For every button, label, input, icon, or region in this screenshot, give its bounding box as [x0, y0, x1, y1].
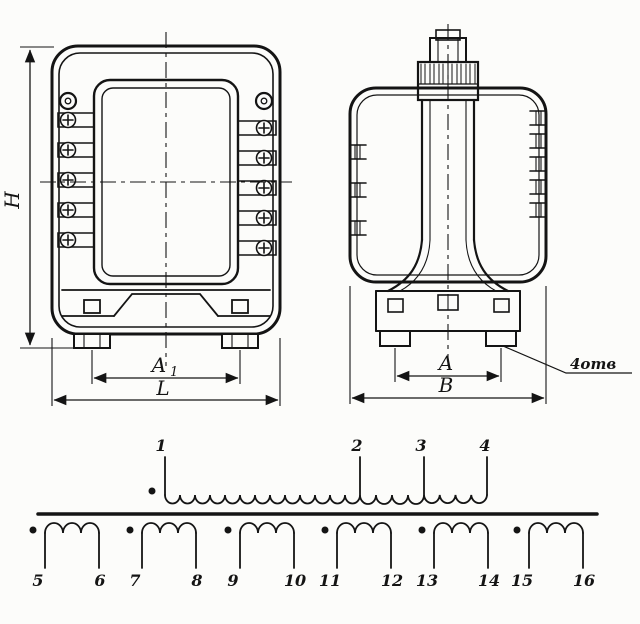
strap-ear-hole-left — [58, 91, 78, 111]
terminal-label-1: 1 — [155, 436, 166, 455]
polarity-dot — [224, 526, 232, 534]
winding-schematic: 1 2 3 4 — [29, 436, 599, 590]
terminal-label-6: 6 — [94, 571, 105, 590]
terminal-label-13: 13 — [416, 571, 438, 590]
strap-ear-hole-right — [254, 91, 274, 111]
bolt-hole-left — [83, 299, 101, 314]
holes-note-label: 4отв — [570, 355, 616, 373]
center-lines — [40, 24, 449, 366]
coil-side — [386, 98, 510, 293]
polarity-dot-primary — [148, 487, 156, 495]
dim-label-H: H — [0, 191, 24, 210]
polarity-dot — [513, 526, 521, 534]
secondary-windings — [29, 522, 584, 569]
terminal-lugs-right — [237, 119, 277, 257]
terminal-label-12: 12 — [381, 571, 403, 590]
terminal-label-3: 3 — [415, 436, 426, 455]
terminal-label-5: 5 — [32, 571, 43, 590]
terminal-label-10: 10 — [284, 571, 306, 590]
tag-board-hatch — [420, 63, 476, 85]
terminal-label-14: 14 — [478, 571, 500, 590]
polarity-dot — [321, 526, 329, 534]
terminal-lugs-left — [57, 111, 95, 249]
dim-label-A1-base: A — [150, 353, 166, 377]
mounting-bracket-side — [375, 290, 521, 347]
foot-side-left — [379, 330, 411, 347]
bolt-hole-side-right — [493, 298, 510, 313]
terminal-slots-right — [529, 110, 547, 218]
secondary-winding-7-8 — [126, 522, 197, 569]
secondary-winding-9-10 — [224, 522, 295, 569]
dimensions: H A 1 L A B 4отв — [0, 46, 632, 406]
terminal-label-4: 4 — [479, 436, 490, 455]
secondary-winding-13-14 — [418, 522, 489, 569]
mounting-bracket-front — [61, 289, 271, 349]
polarity-dot — [418, 526, 426, 534]
foot-left — [73, 333, 111, 349]
terminal-label-11: 11 — [319, 571, 341, 590]
terminal-label-15: 15 — [511, 571, 533, 590]
dim-label-A: A — [437, 351, 453, 375]
holes-leader-line — [502, 345, 632, 374]
primary-winding — [148, 456, 488, 505]
dim-label-A1-sub: 1 — [170, 365, 178, 380]
polarity-dot — [126, 526, 134, 534]
terminal-label-16: 16 — [573, 571, 595, 590]
secondary-winding-15-16 — [513, 522, 584, 569]
secondary-winding-5-6 — [29, 522, 100, 569]
dim-label-B: B — [438, 373, 454, 397]
polarity-dot — [29, 526, 37, 534]
bolt-hole-side-left — [387, 298, 404, 313]
bolt-hole-right — [231, 299, 249, 314]
dim-label-L: L — [155, 376, 169, 400]
foot-right — [221, 333, 259, 349]
terminal-label-9: 9 — [227, 571, 238, 590]
foot-side-right — [485, 330, 517, 347]
terminal-slots-left — [349, 144, 367, 236]
terminal-label-7: 7 — [129, 571, 140, 590]
terminal-label-8: 8 — [190, 571, 202, 590]
terminal-label-2: 2 — [350, 436, 362, 455]
secondary-winding-11-12 — [321, 522, 392, 569]
